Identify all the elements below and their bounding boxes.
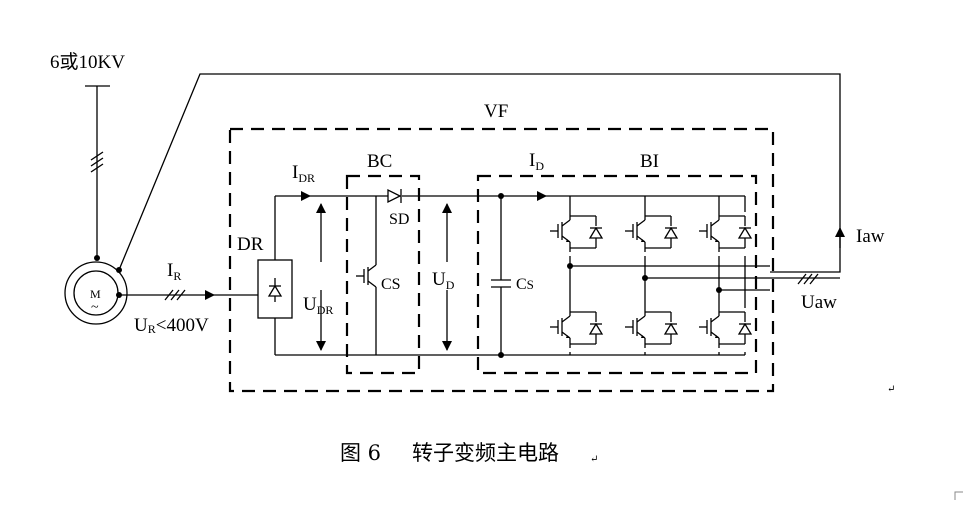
iaw-label: Iaw xyxy=(856,226,885,247)
dc-capacitor xyxy=(491,196,511,355)
motor-label: M xyxy=(90,287,101,301)
cs-switch-label: CS xyxy=(381,276,401,293)
bc-box xyxy=(345,174,421,375)
motor-sub-label: ~ xyxy=(91,300,99,315)
output-line xyxy=(770,273,840,285)
sd-label: SD xyxy=(389,211,409,228)
page-corner-mark xyxy=(954,491,963,500)
dr-rectifier xyxy=(257,196,293,355)
udr-label: UDR xyxy=(303,294,333,317)
cs-capacitor-label: CS xyxy=(516,276,534,293)
sd-diode xyxy=(387,188,402,204)
grid-supply-line xyxy=(85,85,110,258)
rotor-line xyxy=(119,289,258,301)
uaw-label: Uaw xyxy=(801,292,837,313)
figure-title: 转子变频主电路 xyxy=(412,441,559,465)
dr-label: DR xyxy=(237,234,264,255)
idr-label: IDR xyxy=(292,162,315,185)
figure-number: 图 6 xyxy=(340,441,381,465)
id-label: ID xyxy=(529,150,544,173)
stator-feedback-line xyxy=(118,73,845,273)
bc-label: BC xyxy=(367,151,392,172)
vf-box xyxy=(228,127,775,393)
bi-box xyxy=(476,174,758,375)
ud-label: UD xyxy=(432,269,455,292)
caption-return-mark: ↵ xyxy=(590,454,598,465)
bi-label: BI xyxy=(640,151,659,172)
inverter-bridge xyxy=(548,196,770,355)
return-mark: ↵ xyxy=(887,384,895,395)
ur-label: UR<400V xyxy=(134,315,209,336)
cs-chopper-switch xyxy=(356,196,377,355)
vf-label: VF xyxy=(484,101,508,122)
voltage-arrows xyxy=(316,203,452,351)
supply-voltage-label: 6或10KV xyxy=(50,51,125,73)
ir-label: IR xyxy=(167,260,181,283)
dc-bus xyxy=(275,191,745,358)
